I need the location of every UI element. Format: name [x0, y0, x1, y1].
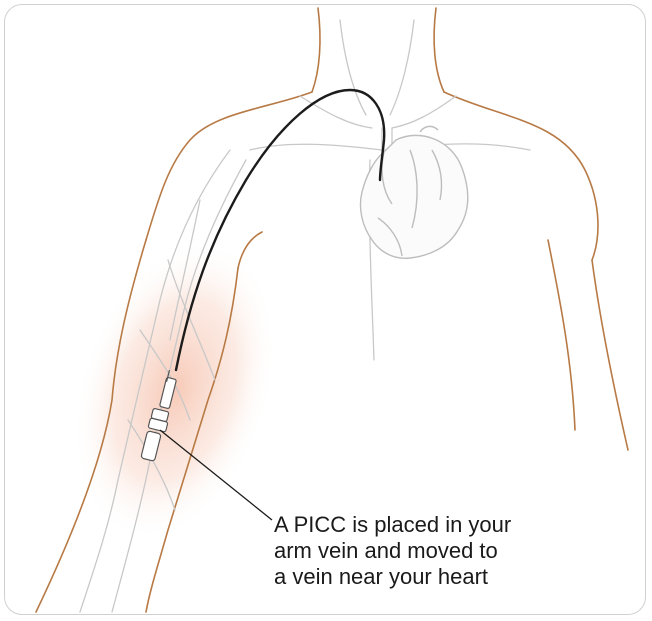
heart-icon	[360, 126, 467, 258]
caption-line-2: arm vein and moved to	[274, 538, 634, 564]
picc-caption: A PICC is placed in your arm vein and mo…	[274, 512, 634, 590]
caption-line-1: A PICC is placed in your	[274, 512, 634, 538]
caption-line-3: a vein near your heart	[274, 564, 634, 590]
